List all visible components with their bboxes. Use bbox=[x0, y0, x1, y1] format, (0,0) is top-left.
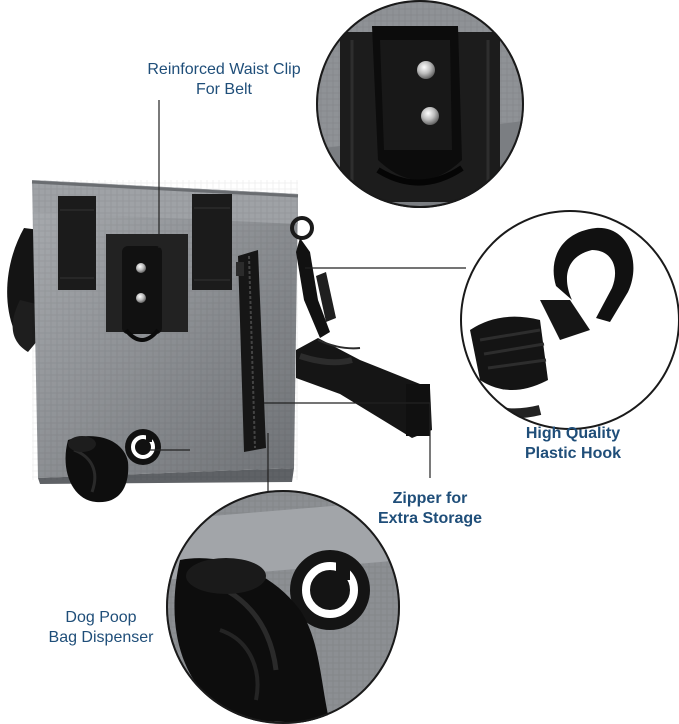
waist-clip-label-line2: For Belt bbox=[195, 81, 252, 98]
zoom-circle-plastic-hook bbox=[460, 210, 679, 430]
bag-photo bbox=[7, 180, 432, 503]
zipper-label: Zipper for Extra Storage bbox=[360, 489, 500, 529]
zipper-label-line2: Extra Storage bbox=[377, 510, 483, 527]
dispenser-label-line1: Dog Poop bbox=[65, 609, 137, 626]
callout-line-zipper bbox=[264, 402, 431, 478]
hook-label-line2: Plastic Hook bbox=[524, 445, 622, 462]
zoom-circle-waist-clip bbox=[316, 0, 524, 208]
waist-clip-label-line1: Reinforced Waist Clip bbox=[147, 61, 301, 78]
hook-label-line1: High Quality bbox=[525, 425, 621, 442]
dispenser-label-line2: Bag Dispenser bbox=[48, 629, 154, 646]
zoom-circle-bag-dispenser bbox=[166, 490, 400, 724]
hook-label: High Quality Plastic Hook bbox=[498, 424, 648, 464]
waist-clip-label: Reinforced Waist Clip For Belt bbox=[124, 60, 324, 100]
zipper-label-line1: Zipper for bbox=[392, 490, 468, 507]
dispenser-label: Dog Poop Bag Dispenser bbox=[26, 608, 176, 648]
